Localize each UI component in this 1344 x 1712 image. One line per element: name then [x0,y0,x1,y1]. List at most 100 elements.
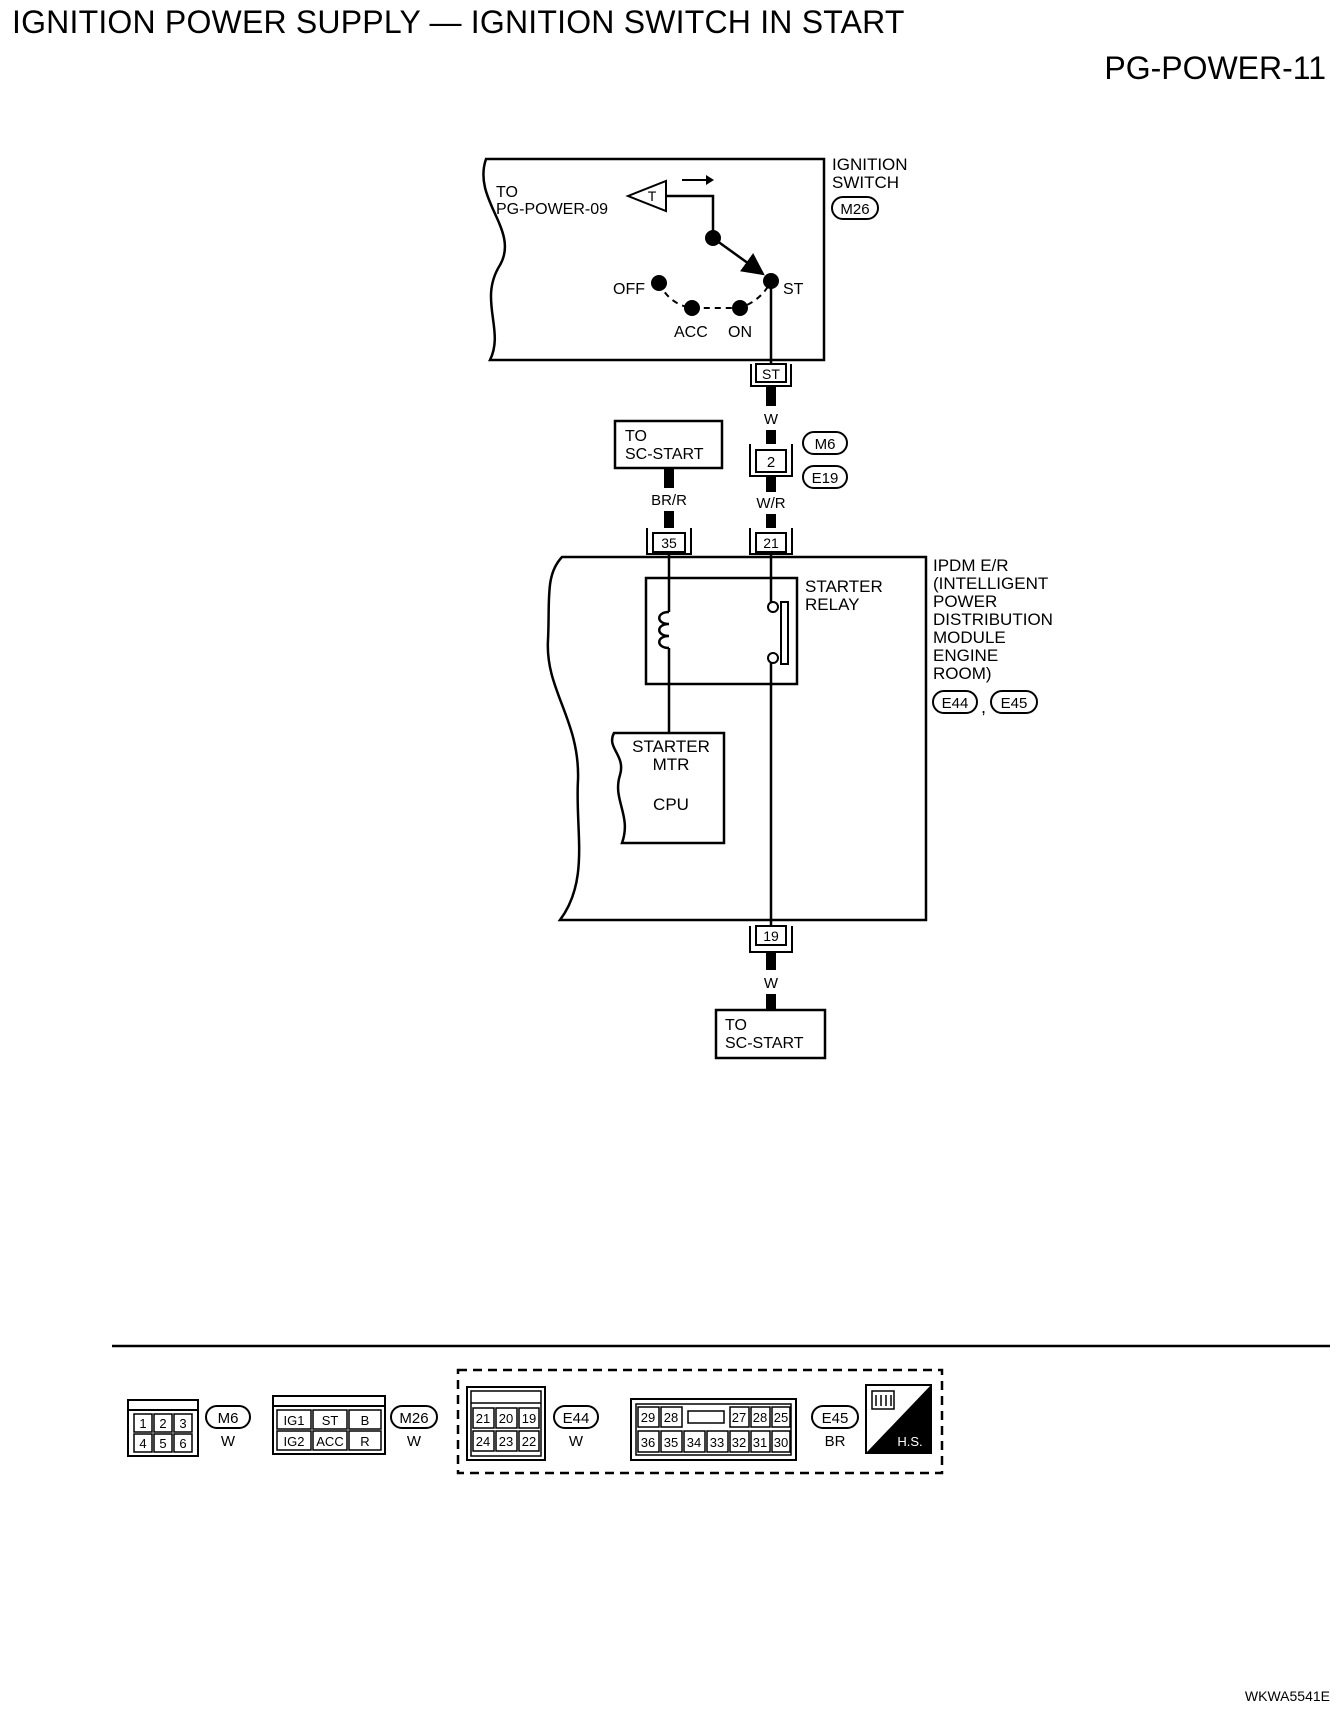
wire-segment [766,476,776,492]
connector-tag-m26: M26 [831,196,879,220]
connector-tag-e19-text: E19 [812,470,839,487]
to-sc-start-upper-line2: SC-START [625,446,704,463]
direction-arrow-icon [682,175,714,185]
e44-pin: 19 [522,1411,536,1426]
e44-pin: 22 [522,1434,536,1449]
connector-tag-e45: E45 [990,690,1038,714]
to-sc-start-upper-line1: TO [625,428,647,445]
starter-motor-cpu-box: STARTER MTR CPU [610,731,726,845]
ipdm-label-1: IPDM E/R [933,556,1009,575]
e45-view-color: BR [825,1433,846,1450]
to-sc-start-lower-line2: SC-START [725,1035,804,1052]
joint-pin-text: 2 [767,454,775,471]
switch-position-arc [658,280,772,309]
to-pg-power-line1: TO [496,184,518,201]
terminal-19: 19 [749,925,793,953]
ignition-switch-label-1: IGNITION [832,155,908,174]
hs-label: H.S. [897,1434,922,1449]
m26-pin: ST [322,1413,339,1428]
e44-pin: 21 [476,1411,490,1426]
ipdm-label: IPDM E/R (INTELLIGENT POWER DISTRIBUTION… [933,556,1053,683]
contact-acc [684,300,700,316]
terminal-st: ST [750,363,792,387]
e44-view-color: W [569,1433,584,1450]
m6-pin: 1 [139,1416,146,1431]
ipdm-label-6: ENGINE [933,646,998,665]
m6-pin: 3 [179,1416,186,1431]
ipdm-label-4: DISTRIBUTION [933,610,1053,629]
e45-pin: 29 [641,1410,655,1425]
ignition-switch-label-2: SWITCH [832,173,899,192]
position-label-st: ST [783,281,804,298]
e45-pin: 33 [710,1435,724,1450]
relay-contact-lower [767,652,779,664]
e45-pin: 27 [732,1410,746,1425]
e44-pin: 20 [499,1411,513,1426]
to-sc-start-lower-line1: TO [725,1017,747,1034]
starter-relay-box [644,576,799,686]
ipdm-label-2: (INTELLIGENT [933,574,1048,593]
connector-view-e45: 29 28 27 28 25 36 35 34 33 32 31 30 E45 … [630,1398,859,1461]
m26-pin: IG2 [284,1434,305,1449]
e44-pin: 23 [499,1434,513,1449]
terminal-35: 35 [646,528,692,555]
ipdm-label-3: POWER [933,592,997,611]
connector-view-m6: 1 2 3 4 5 6 M6 W [127,1399,251,1457]
connector-tag-e44-text: E44 [942,695,969,712]
position-label-on: ON [728,324,752,341]
terminal-t-arrow: T [625,179,667,213]
connector-tag-e45-text: E45 [1001,695,1028,712]
page-reference: PG-POWER-11 [1104,50,1326,86]
ipdm-box [546,555,928,922]
e45-pin: 25 [774,1410,788,1425]
terminal-35-text: 35 [661,535,677,551]
cpu-label-1: STARTER [632,737,710,756]
connector-separator: , [981,697,986,717]
wire-color-br-r: BR/R [651,492,687,509]
relay-contact-upper [767,601,779,613]
ipdm-connector-group [456,1368,944,1475]
m26-pin: B [361,1413,370,1428]
m26-view-color: W [407,1433,422,1450]
m6-pin: 5 [159,1436,166,1451]
ipdm-label-5: MODULE [933,628,1006,647]
figure-code: WKWA5541E [1244,1688,1330,1704]
m6-pin: 2 [159,1416,166,1431]
joint-connector-2: 2 [749,444,793,477]
cpu-label-3: CPU [653,795,689,814]
terminal-19-text: 19 [763,928,779,944]
connector-view-m26: IG1 ST B IG2 ACC R M26 W [272,1395,438,1455]
wire-segment [766,514,776,528]
harness-side-icon: H.S. [865,1384,932,1454]
m6-pin: 4 [139,1436,146,1451]
cpu-label-2: MTR [653,755,690,774]
m26-pin: R [360,1434,369,1449]
to-pg-power-line2: PG-POWER-09 [496,201,608,218]
m6-view-color: W [221,1433,236,1450]
e44-view-name: E44 [563,1410,590,1427]
wire-segment [766,994,776,1010]
m26-view-name: M26 [399,1410,428,1427]
wire-segment [766,386,776,406]
m6-view-name: M6 [218,1410,239,1427]
m6-pin: 6 [179,1436,186,1451]
ipdm-label-7: ROOM) [933,664,992,683]
connector-tag-m26-text: M26 [840,201,869,218]
position-label-acc: ACC [674,324,708,341]
e45-pin: 31 [753,1435,767,1450]
switch-wiper-arrow [712,236,765,276]
e45-pin: 32 [732,1435,746,1450]
m26-pin: ACC [316,1434,343,1449]
connector-tag-e44: E44 [932,690,978,714]
position-label-off: OFF [613,281,645,298]
e45-pin: 28 [753,1410,767,1425]
wire-segment [766,952,776,970]
e44-pin: 24 [476,1434,490,1449]
terminal-21: 21 [749,528,793,555]
connector-tag-e19: E19 [802,465,848,489]
wire-segment [766,430,776,444]
e45-pin: 36 [641,1435,655,1450]
wire-color-w-r: W/R [756,495,785,512]
switch-internal-wire [666,194,715,238]
